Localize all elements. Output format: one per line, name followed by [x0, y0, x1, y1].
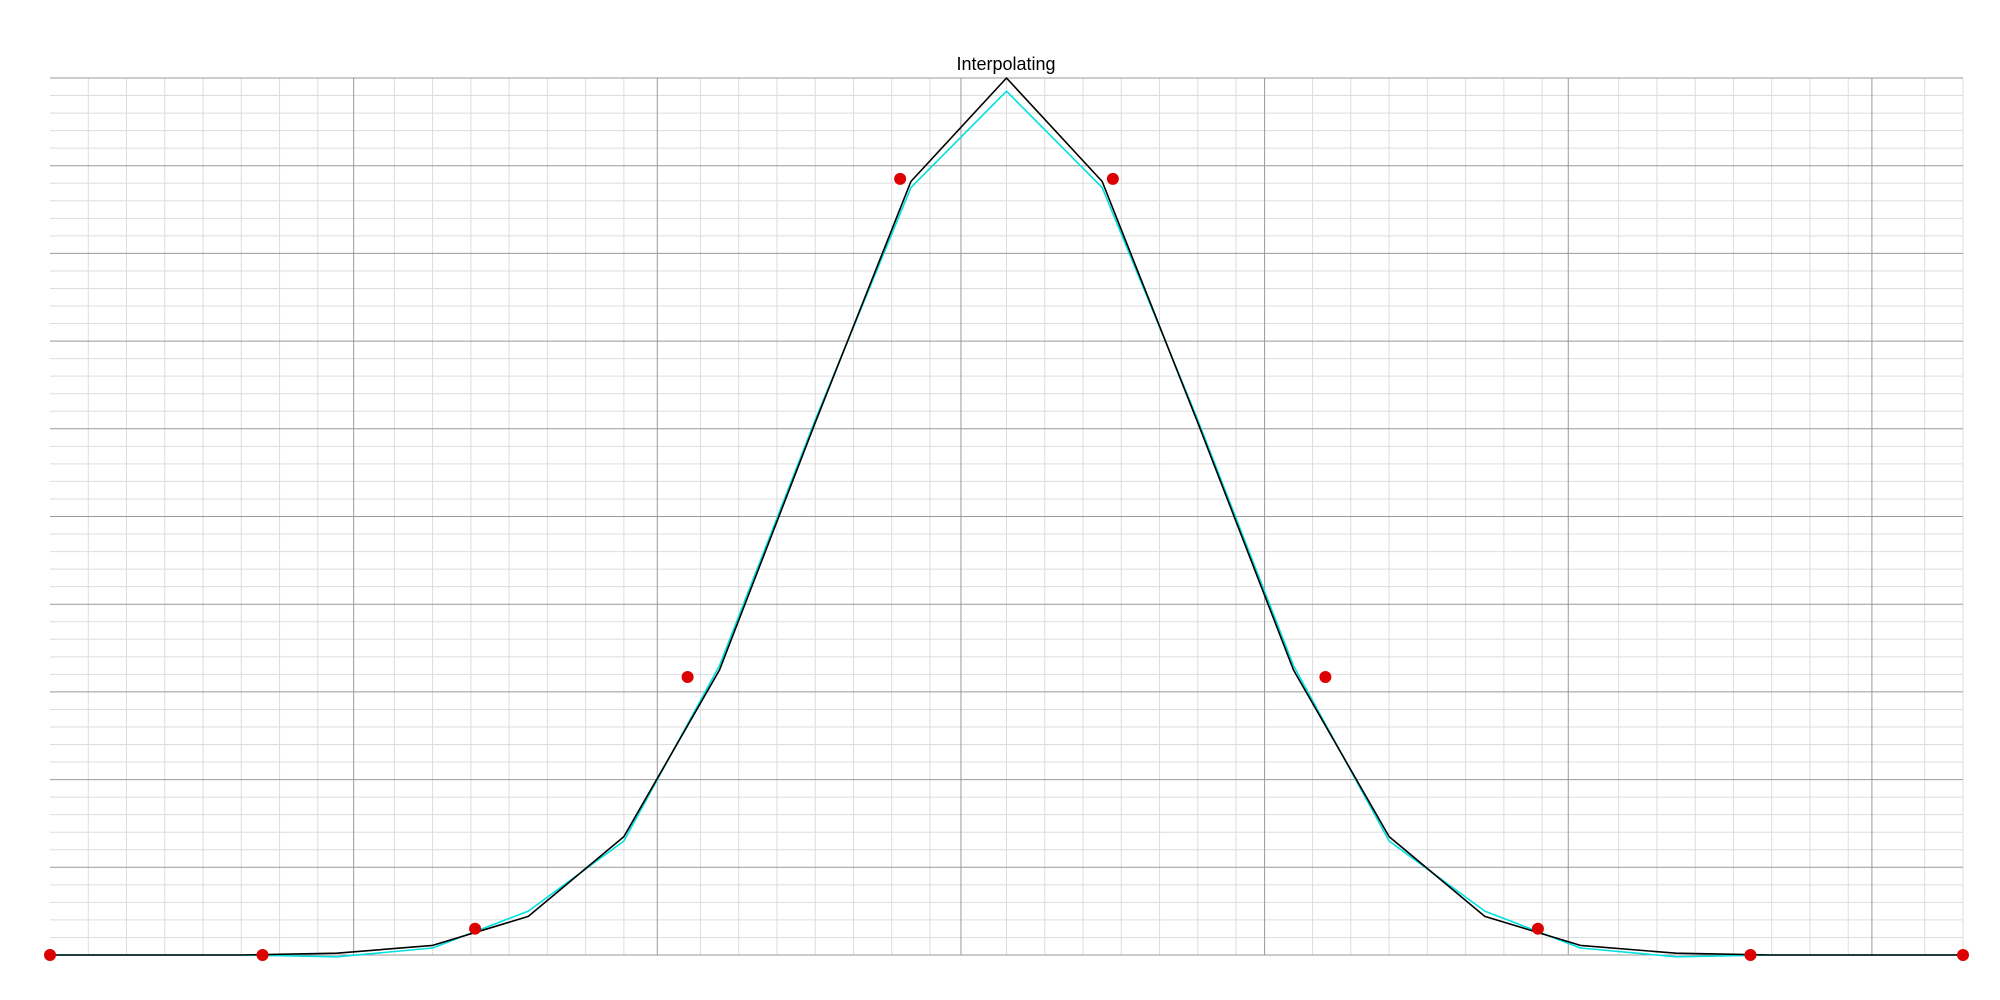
series-layer: [50, 77, 1963, 958]
sample-point: [1106, 172, 1119, 185]
sample-point: [1744, 949, 1757, 961]
sample-point: [44, 949, 56, 961]
chart-title: Interpolating: [956, 54, 1055, 74]
sample-point: [681, 670, 694, 683]
sample-point: [894, 172, 907, 185]
sample-point: [1957, 949, 1969, 961]
sample-point: [256, 949, 269, 961]
sample-point: [1531, 922, 1544, 935]
sample-points: [44, 172, 1969, 961]
sample-point: [469, 922, 482, 935]
interpolant-line: [50, 90, 1963, 958]
true-curve-line: [50, 77, 1963, 956]
sample-point: [1319, 670, 1332, 683]
